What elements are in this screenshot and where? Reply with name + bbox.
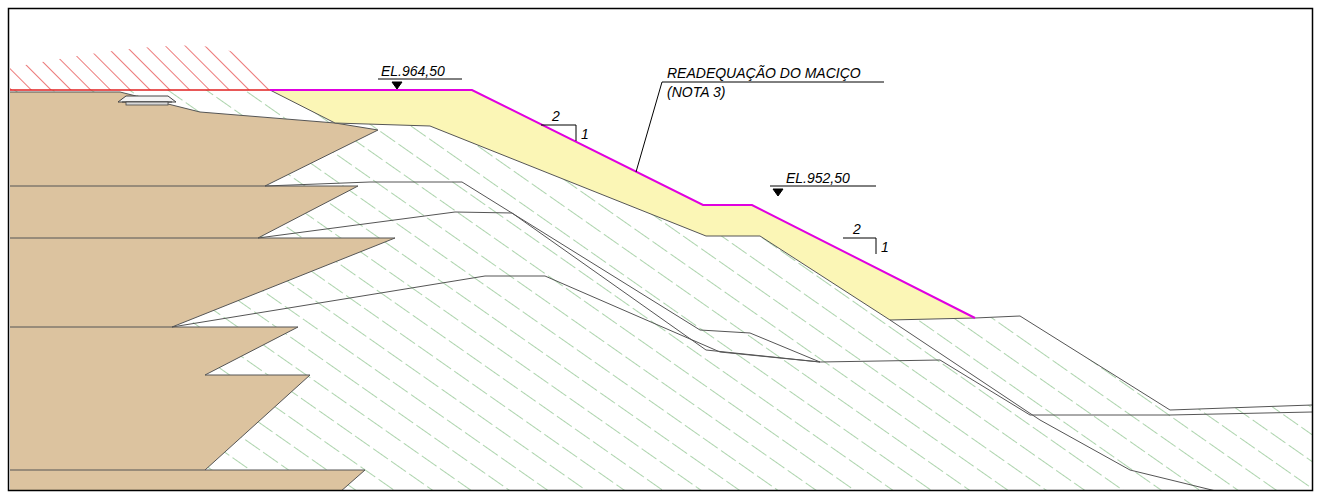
- ground-hatch: [10, 90, 1312, 490]
- old-profile: [265, 182, 1312, 415]
- excavation-line: [10, 89, 272, 90]
- old-profile: [258, 212, 820, 362]
- layer-line: [10, 327, 172, 328]
- foundation-layers: [10, 92, 395, 490]
- slope-ratio: 2: [853, 221, 861, 237]
- elevation-label: EL.964,50: [381, 63, 445, 79]
- ground-surface: [975, 316, 1312, 410]
- layer-line: [10, 186, 265, 187]
- callout-note: READEQUAÇÃO DO MACIÇO: [667, 65, 861, 81]
- layer-line: [10, 92, 395, 490]
- excavation-area: [10, 46, 272, 90]
- old-profile: [172, 276, 820, 362]
- drain-symbol: [118, 96, 176, 105]
- sheet-frame: [9, 9, 1313, 491]
- slope-ratio: 1: [881, 239, 889, 255]
- design-profile: [270, 90, 975, 318]
- embankment-fill: [270, 90, 975, 320]
- layer-line: [10, 238, 258, 239]
- elevation-label: EL.952,50: [786, 170, 850, 186]
- old-profile: [890, 320, 1220, 490]
- layer-line: [10, 470, 205, 471]
- slope-ratio: 2: [552, 108, 560, 124]
- annotation-marks: [378, 79, 884, 254]
- old-profile: [270, 90, 975, 320]
- callout-note: (NOTA 3): [667, 84, 725, 100]
- ground-hatch: [10, 90, 1312, 490]
- slope-ratio: 1: [581, 126, 589, 142]
